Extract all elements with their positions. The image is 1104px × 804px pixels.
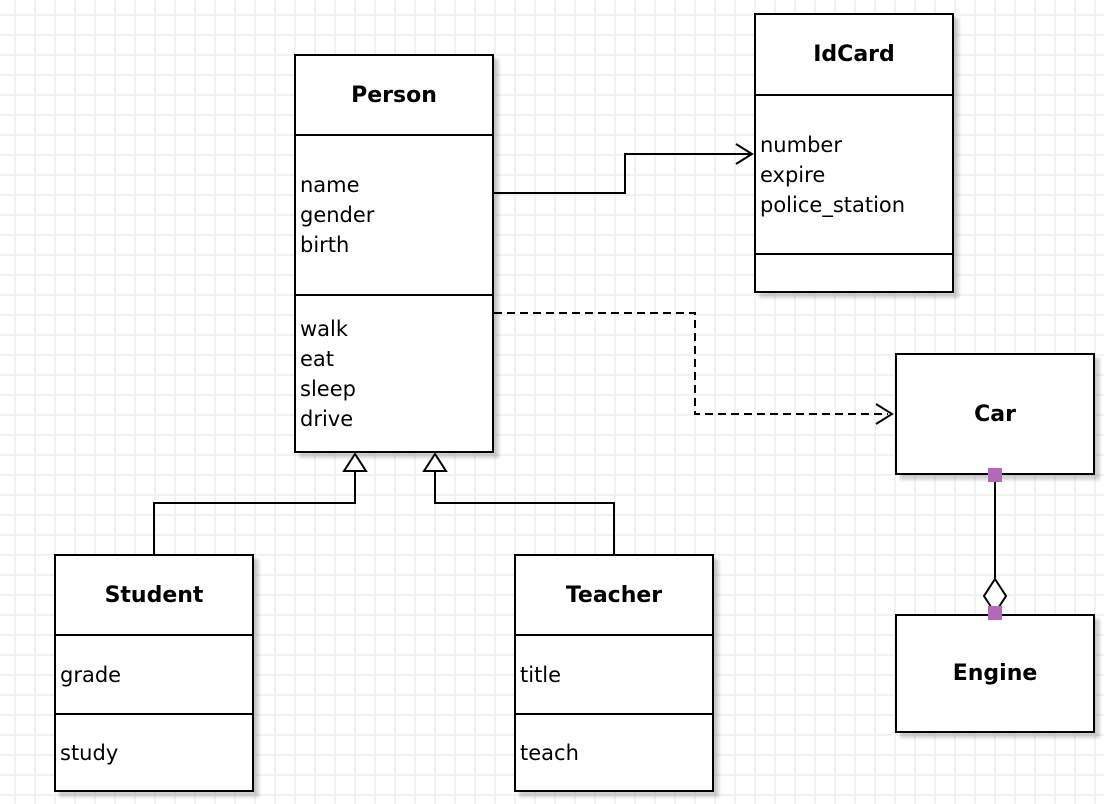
class-box-engine[interactable]: Engine bbox=[895, 614, 1095, 733]
method: sleep bbox=[300, 376, 356, 401]
attributes-section: name gender birth bbox=[296, 134, 492, 294]
class-title: Car bbox=[974, 401, 1016, 427]
methods-section: walk eat sleep drive bbox=[296, 294, 492, 451]
class-title: Student bbox=[104, 582, 204, 608]
connector-line[interactable] bbox=[434, 471, 615, 554]
generalization-student-person[interactable] bbox=[153, 452, 368, 554]
connector-line[interactable] bbox=[494, 153, 750, 194]
hollow-triangle-icon bbox=[422, 452, 448, 472]
endpoint-handle[interactable] bbox=[988, 606, 1002, 620]
attribute: grade bbox=[60, 662, 122, 687]
class-title: Teacher bbox=[565, 582, 663, 608]
attribute: gender bbox=[300, 203, 375, 227]
method: walk bbox=[300, 316, 349, 341]
class-box-student[interactable]: Student grade study bbox=[54, 554, 254, 792]
dependency-person-car[interactable] bbox=[494, 312, 894, 425]
attribute: number bbox=[760, 132, 842, 157]
class-title: Engine bbox=[952, 661, 1038, 686]
connector-line[interactable] bbox=[494, 312, 888, 415]
association-person-idcard[interactable] bbox=[494, 143, 754, 194]
attribute: title bbox=[520, 662, 562, 687]
class-box-person[interactable]: Person name gender birth walk eat sleep … bbox=[294, 54, 494, 453]
method: study bbox=[60, 740, 119, 765]
endpoint-handle[interactable] bbox=[988, 468, 1002, 482]
class-box-idcard[interactable]: IdCard number expire police_station bbox=[754, 13, 954, 293]
class-title: IdCard bbox=[813, 42, 895, 67]
methods-section: study bbox=[56, 713, 252, 790]
attributes-section: grade bbox=[56, 634, 252, 713]
method: teach bbox=[520, 740, 579, 765]
methods-section: teach bbox=[516, 713, 712, 790]
attribute: expire bbox=[760, 162, 826, 187]
aggregation-car-engine[interactable] bbox=[982, 468, 1008, 620]
hollow-triangle-icon bbox=[342, 452, 368, 472]
attribute: police_station bbox=[760, 192, 906, 217]
open-arrowhead-icon bbox=[875, 403, 894, 425]
class-box-teacher[interactable]: Teacher title teach bbox=[514, 554, 714, 792]
class-box-car[interactable]: Car bbox=[895, 353, 1095, 475]
connector-line[interactable] bbox=[153, 471, 356, 554]
method: eat bbox=[300, 346, 335, 371]
attributes-section: number expire police_station bbox=[756, 94, 952, 253]
attributes-section: title bbox=[516, 634, 712, 713]
method: drive bbox=[300, 406, 354, 431]
attribute: name bbox=[300, 173, 360, 197]
methods-section-empty bbox=[756, 253, 952, 291]
attribute: birth bbox=[300, 233, 350, 257]
generalization-teacher-person[interactable] bbox=[422, 452, 615, 554]
class-title: Person bbox=[351, 82, 437, 108]
open-arrowhead-icon bbox=[735, 143, 754, 165]
